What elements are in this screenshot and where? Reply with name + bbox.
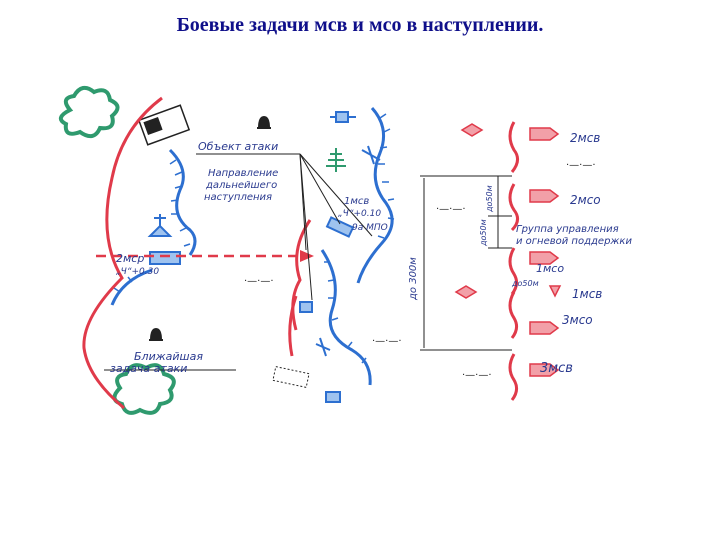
woods-top-left xyxy=(58,85,120,139)
label-mso1: 1мсо xyxy=(536,262,564,275)
label-control-group-2: и огневой поддержки xyxy=(516,236,632,247)
label-msv1-mpo: 9а МПО xyxy=(352,223,388,233)
svg-text:·—·—·: ·—·—· xyxy=(566,160,596,171)
label-msr2: 2мср xyxy=(116,252,144,265)
label-immediate-2: задача атаки xyxy=(110,362,187,375)
dimension-lines xyxy=(420,175,512,351)
label-mso2: 2мсо xyxy=(570,193,601,207)
friendly-arrowhead xyxy=(300,250,314,262)
enemy-position-left xyxy=(110,148,197,306)
friendly-line-center xyxy=(288,219,312,357)
enemy-vehicle-3 xyxy=(149,251,181,265)
svg-text:·—·—·: ·—·—· xyxy=(372,336,402,347)
label-dist-300: до 300м xyxy=(408,257,419,301)
label-msv2: 2мсв xyxy=(570,131,600,145)
label-msv1-time: „Ч“+0.10 xyxy=(338,209,381,219)
label-direction-2: дальнейшего xyxy=(205,180,277,191)
enemy-vehicle-2 xyxy=(325,216,355,238)
label-control-group-1: Группа управления xyxy=(516,224,619,235)
label-msv1-right: 1мсв xyxy=(572,287,602,301)
page-title: Боевые задачи мсв и мсо в наступлении. xyxy=(176,14,544,36)
observation-post-icon xyxy=(147,214,173,237)
friendly-line-left xyxy=(82,96,163,410)
label-msr2-time: „Ч“+0.30 xyxy=(116,267,159,277)
label-dist-50-bot: до50м xyxy=(511,279,539,288)
leader-lines xyxy=(104,153,373,371)
label-direction-3: наступления xyxy=(204,192,272,203)
tree-conifer-icon xyxy=(326,148,346,172)
label-immediate-1: Ближайшая xyxy=(134,350,203,363)
formation-vehicles xyxy=(529,127,562,377)
label-dist-50-top: до50м xyxy=(485,185,494,213)
label-attack-object: Объект атаки xyxy=(198,140,278,153)
diamond-markers xyxy=(454,123,484,299)
svg-text:·—·—·: ·—·—· xyxy=(462,370,492,381)
minefield-marks: ·—·—· ·—·—· ·—·—· ·—·—· ·—·—· xyxy=(244,160,596,381)
enemy-position-center xyxy=(320,106,394,386)
label-dist-50-mid: до50м xyxy=(479,219,488,247)
bell-icon-bottom xyxy=(149,328,163,341)
dotted-area xyxy=(272,366,310,388)
svg-text:·—·—·: ·—·—· xyxy=(436,204,466,215)
enemy-bunker-icon xyxy=(137,104,191,146)
label-msv3: 3мсв xyxy=(540,361,573,376)
bell-icon-top xyxy=(257,116,271,129)
enemy-hatching xyxy=(113,113,395,364)
enemy-vehicle-4 xyxy=(299,301,341,403)
formation-column xyxy=(508,121,519,401)
label-direction-1: Направление xyxy=(208,168,278,179)
label-msv1: 1мсв xyxy=(344,196,369,207)
woods-bottom-left xyxy=(112,363,176,415)
svg-text:·—·—·: ·—·—· xyxy=(244,276,274,287)
enemy-antitank-icon xyxy=(315,145,381,357)
label-mso3: 3мсо xyxy=(562,313,593,327)
enemy-vehicle-1 xyxy=(330,111,356,123)
